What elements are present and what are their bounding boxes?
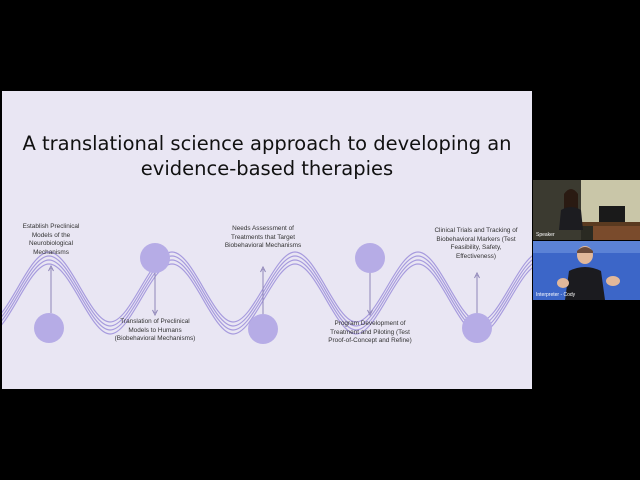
speaker-video-feed: [533, 180, 640, 240]
stage-label-1: Establish Preclinical Models of the Neur…: [22, 223, 80, 256]
stage-node-3: [248, 314, 278, 344]
interpreter-video-tile[interactable]: Interpreter - Cody: [533, 241, 640, 300]
arrowhead-5: [474, 271, 480, 279]
interpreter-video-feed: [533, 241, 640, 300]
stage-node-1: [34, 313, 64, 343]
interpreter-name-label: Interpreter - Cody: [536, 292, 576, 298]
stage-label-4: Program Development of Treatment and Pil…: [328, 320, 412, 345]
stage-node-2: [140, 243, 170, 273]
speaker-video-tile[interactable]: Speaker: [533, 180, 640, 240]
presentation-slide: A translational science approach to deve…: [2, 91, 532, 389]
stage-node-5: [462, 313, 492, 343]
stage-label-2: Translation of Preclinical Models to Hum…: [114, 318, 196, 343]
wave-diagram: [2, 243, 532, 344]
arrowhead-4: [367, 309, 373, 317]
stage-node-4: [355, 243, 385, 273]
slide-title: A translational science approach to deve…: [2, 131, 532, 181]
slide-title-line-1: A translational science approach to deve…: [22, 132, 512, 155]
arrowhead-1: [48, 264, 54, 272]
speaker-name-label: Speaker: [536, 232, 555, 238]
wave-lines: [2, 251, 532, 335]
stage-label-5: Clinical Trials and Tracking of Biobehav…: [434, 227, 518, 260]
stage-label-3: Needs Assessment of Treatments that Targ…: [224, 225, 302, 250]
arrowhead-2: [152, 309, 158, 317]
slide-title-line-2: evidence-based therapies: [140, 157, 394, 180]
arrowhead-3: [260, 265, 266, 273]
